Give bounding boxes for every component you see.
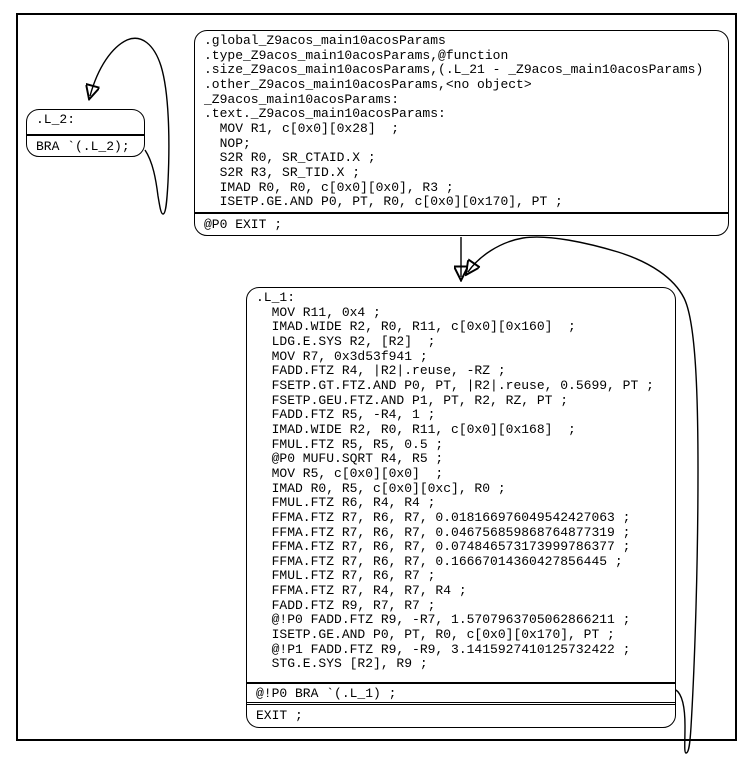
block-l2-label: .L_2: [36,112,76,127]
diagram-border [16,13,737,741]
block-l1-exit: EXIT ; [247,702,675,727]
basic-block-l2: .L_2: BRA `(.L_2); [26,109,145,157]
block-l2-branch: BRA `(.L_2); [27,134,144,156]
block-l1-instructions: .L_1: MOV R11, 0x4 ; IMAD.WIDE R2, R0, R… [256,290,654,672]
basic-block-entry: .global_Z9acos_main10acosParams .type_Z9… [194,30,729,236]
block-l1-branch: @!P0 BRA `(.L_1) ; [247,682,675,702]
block-entry-exit: @P0 EXIT ; [195,212,728,235]
basic-block-l1: .L_1: MOV R11, 0x4 ; IMAD.WIDE R2, R0, R… [246,287,676,728]
block-entry-instructions: .global_Z9acos_main10acosParams .type_Z9… [204,33,704,210]
